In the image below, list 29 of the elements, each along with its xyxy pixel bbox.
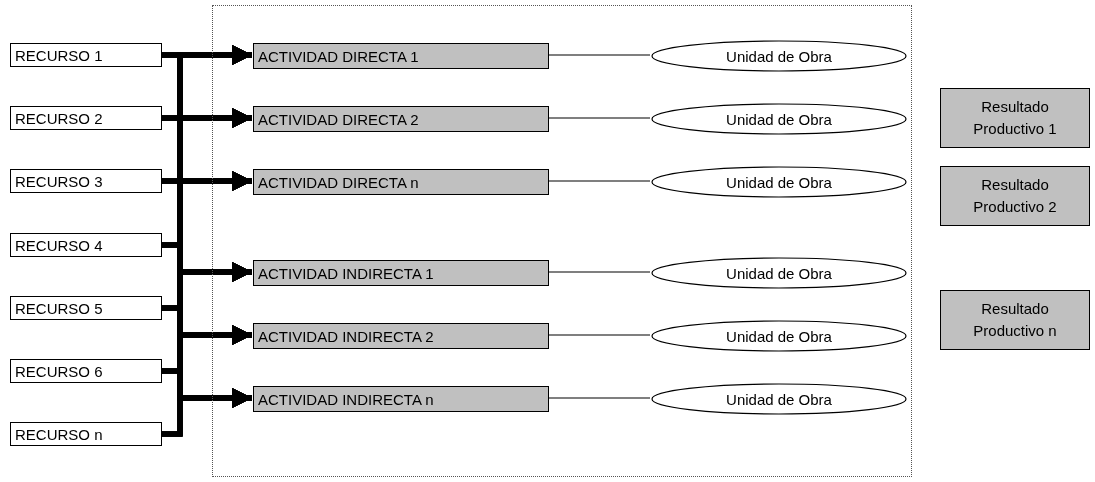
activity-box: ACTIVIDAD INDIRECTA n — [253, 386, 549, 412]
resource-box: RECURSO 2 — [10, 106, 162, 130]
connector-line — [547, 117, 651, 119]
activity-box: ACTIVIDAD INDIRECTA 1 — [253, 260, 549, 286]
work-unit-ellipse: Unidad de Obra — [651, 103, 907, 135]
activity-box: ACTIVIDAD DIRECTA n — [253, 169, 549, 195]
result-box: Resultado Productivo 1 — [940, 88, 1090, 148]
connector-line — [547, 54, 651, 56]
connector-line — [547, 397, 651, 399]
activity-box: ACTIVIDAD INDIRECTA 2 — [253, 323, 549, 349]
resource-box: RECURSO 1 — [10, 43, 162, 67]
work-unit-ellipse: Unidad de Obra — [651, 257, 907, 289]
result-box: Resultado Productivo n — [940, 290, 1090, 350]
connector-line — [547, 180, 651, 182]
work-unit-ellipse: Unidad de Obra — [651, 166, 907, 198]
resource-box: RECURSO 3 — [10, 169, 162, 193]
activity-box: ACTIVIDAD DIRECTA 2 — [253, 106, 549, 132]
resource-box: RECURSO n — [10, 422, 162, 446]
work-unit-ellipse: Unidad de Obra — [651, 383, 907, 415]
dotted-frame — [212, 5, 912, 477]
activity-box: ACTIVIDAD DIRECTA 1 — [253, 43, 549, 69]
work-unit-ellipse: Unidad de Obra — [651, 320, 907, 352]
resource-box: RECURSO 5 — [10, 296, 162, 320]
resource-box: RECURSO 4 — [10, 233, 162, 257]
result-box: Resultado Productivo 2 — [940, 166, 1090, 226]
connector-line — [547, 271, 651, 273]
connector-line — [547, 334, 651, 336]
resource-box: RECURSO 6 — [10, 359, 162, 383]
work-unit-ellipse: Unidad de Obra — [651, 40, 907, 72]
